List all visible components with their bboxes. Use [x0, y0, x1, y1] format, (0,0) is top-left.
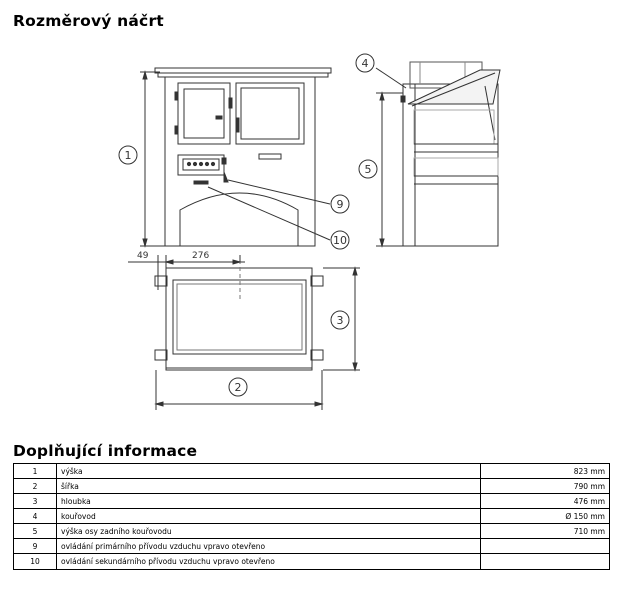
row-value: 476 mm	[480, 493, 610, 509]
row-label: kouřovod	[56, 508, 481, 524]
row-value: 790 mm	[480, 478, 610, 494]
stove-front-view	[154, 67, 332, 247]
table-row: 4 kouřovod Ø 150 mm	[13, 508, 610, 524]
row-number: 1	[13, 463, 57, 479]
row-label: šířka	[56, 478, 481, 494]
row-number: 2	[13, 478, 57, 494]
stove-side-view	[400, 61, 501, 247]
callout-5: 5	[358, 159, 378, 179]
svg-text:5: 5	[365, 163, 372, 176]
row-label: ovládání primárního přívodu vzduchu vpra…	[56, 538, 481, 554]
callout-9: 9	[330, 194, 350, 214]
svg-text:4: 4	[362, 57, 369, 70]
table-row: 3 hloubka 476 mm	[13, 493, 610, 509]
svg-text:10: 10	[333, 234, 347, 247]
row-value	[480, 553, 610, 570]
dim-276-label: 276	[192, 251, 209, 261]
spec-table: 1 výška 823 mm 2 šířka 790 mm 3 hloubka …	[13, 463, 610, 570]
dim-49-label: 49	[137, 251, 149, 261]
callout-3: 3	[330, 310, 350, 330]
svg-text:9: 9	[337, 198, 344, 211]
svg-text:3: 3	[337, 314, 344, 327]
callout-2: 2	[228, 377, 248, 397]
row-value: 710 mm	[480, 523, 610, 539]
callout-10: 10	[330, 230, 350, 250]
table-row: 1 výška 823 mm	[13, 463, 610, 479]
row-value: Ø 150 mm	[480, 508, 610, 524]
row-value	[480, 538, 610, 554]
section-title: Doplňující informace	[13, 442, 198, 460]
callout-1: 1	[118, 145, 138, 165]
table-row: 5 výška osy zadního kouřovodu 710 mm	[13, 523, 610, 539]
table-row: 9 ovládání primárního přívodu vzduchu vp…	[13, 538, 610, 554]
row-label: výška	[56, 463, 481, 479]
row-label: ovládání sekundárního přívodu vzduchu vp…	[56, 553, 481, 570]
row-number: 10	[13, 553, 57, 570]
row-number: 4	[13, 508, 57, 524]
row-number: 5	[13, 523, 57, 539]
dimension-drawing: 49 276 1 2 3 4 5 9 10	[118, 53, 501, 410]
table-row: 2 šířka 790 mm	[13, 478, 610, 494]
row-label: hloubka	[56, 493, 481, 509]
callout-4: 4	[355, 53, 375, 73]
svg-text:2: 2	[235, 381, 242, 394]
svg-text:1: 1	[125, 149, 132, 162]
row-number: 9	[13, 538, 57, 554]
row-value: 823 mm	[480, 463, 610, 479]
stove-top-view	[154, 260, 324, 371]
row-number: 3	[13, 493, 57, 509]
page-title: Rozměrový náčrt	[13, 12, 164, 30]
table-row: 10 ovládání sekundárního přívodu vzduchu…	[13, 553, 610, 570]
row-label: výška osy zadního kouřovodu	[56, 523, 481, 539]
